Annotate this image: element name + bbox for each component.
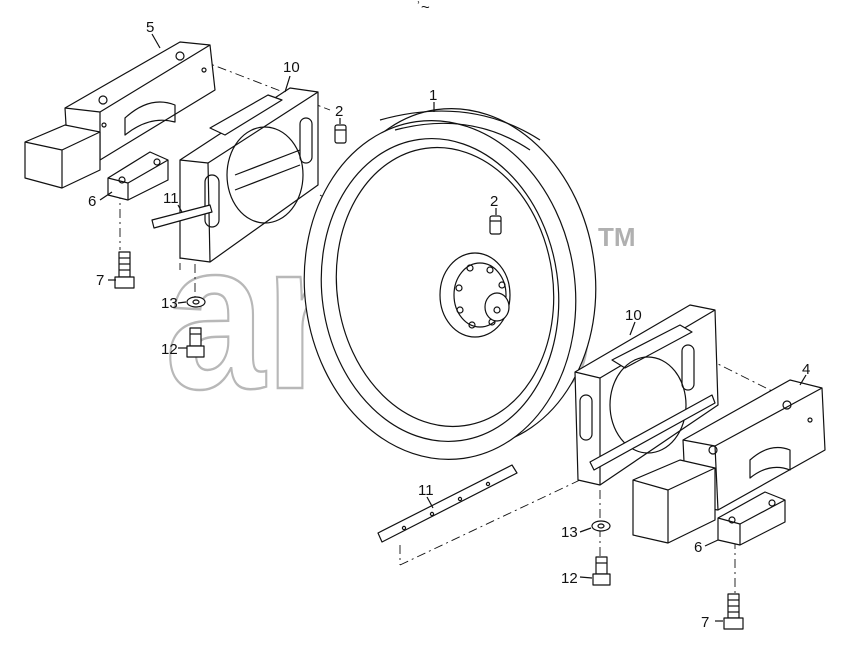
callout-2-left: 2 <box>335 103 343 120</box>
callout-7-left: 7 <box>96 272 104 289</box>
clamp-left <box>107 151 169 201</box>
callout-labels: 5 10 1 2 2 6 11 7 13 12 10 4 11 13 6 12 … <box>88 19 810 631</box>
callout-10-left: 10 <box>283 59 300 76</box>
washer-right <box>591 520 611 532</box>
callout-10-right: 10 <box>625 307 642 324</box>
pin-left <box>334 124 347 144</box>
watermark-trademark: TM <box>598 222 636 252</box>
guide-block-right <box>632 379 826 544</box>
bracket-right <box>574 304 719 486</box>
callout-1: 1 <box>429 87 437 104</box>
callout-12-right: 12 <box>561 570 578 587</box>
guide-block-left <box>24 41 216 189</box>
leader-lines <box>99 33 807 622</box>
header-mark: ʾ~ <box>416 0 430 16</box>
washer-left <box>186 296 206 308</box>
callout-6-left: 6 <box>88 193 96 210</box>
strip-right <box>377 464 518 543</box>
strip-left <box>151 204 213 229</box>
callout-5: 5 <box>146 19 154 36</box>
bolt-right-12 <box>592 556 611 586</box>
bolt-right-7 <box>723 593 744 630</box>
bolt-left-12 <box>186 327 205 358</box>
bracket-left <box>179 87 319 263</box>
callout-11-left: 11 <box>163 190 179 207</box>
callout-13-left: 13 <box>161 295 178 312</box>
callout-2-center: 2 <box>490 193 498 210</box>
pin-center <box>489 215 502 235</box>
callout-12-left: 12 <box>161 341 178 358</box>
callout-6-right: 6 <box>694 539 702 556</box>
callout-13-right: 13 <box>561 524 578 541</box>
callout-11-right: 11 <box>418 482 434 499</box>
callout-4: 4 <box>802 361 810 378</box>
bolt-left-7 <box>114 251 135 289</box>
idler-wheel <box>303 108 597 460</box>
callout-7-right: 7 <box>701 614 709 631</box>
